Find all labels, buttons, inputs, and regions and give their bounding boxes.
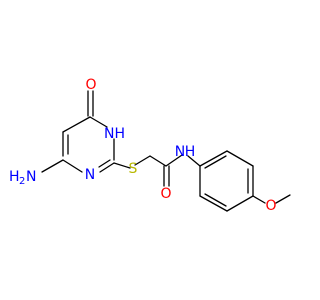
ether-oxygen-label: O xyxy=(265,198,276,214)
bond-ar5-inner xyxy=(204,193,227,207)
bond-carbonyl-n xyxy=(165,154,183,167)
bond-o-methyl xyxy=(275,194,291,204)
bond-ar1-inner xyxy=(204,155,227,169)
ring-nh-label: NH xyxy=(104,126,125,142)
amino-n-label: N xyxy=(26,169,36,185)
bond-c2-n3-double xyxy=(98,159,111,168)
oxo-oxygen-label: O xyxy=(85,77,96,93)
acetamide-linker xyxy=(113,154,201,187)
bond-ar5 xyxy=(199,195,228,212)
chemical-structure-diagram: O NH N H 2 N S O N H O xyxy=(9,77,291,214)
bond-ar2 xyxy=(226,150,254,167)
bond-ar-o xyxy=(252,195,266,204)
bond-n3-c4 xyxy=(62,159,83,173)
bond-c5-c6 xyxy=(62,116,91,133)
amino-h-count-label: 2 xyxy=(19,176,25,187)
bond-c2-s xyxy=(113,162,131,169)
bond-c6-n1 xyxy=(89,116,108,128)
benzene-ring xyxy=(199,150,291,212)
ring-n-label: N xyxy=(85,167,95,183)
bond-ch2-carbonyl xyxy=(149,155,167,167)
pyrimidine-ring xyxy=(41,90,115,173)
bond-ar1 xyxy=(199,150,228,167)
bond-s-ch2 xyxy=(134,155,151,166)
amide-h-label: H xyxy=(185,144,196,160)
bond-c4-amino xyxy=(41,159,64,173)
thioether-sulfur-label: S xyxy=(129,161,138,177)
bond-c2-n3 xyxy=(99,162,115,173)
amino-h-label: H xyxy=(9,169,20,185)
bond-n-aryl xyxy=(187,155,201,167)
amide-oxygen-label: O xyxy=(160,186,171,202)
amide-nh-label: N xyxy=(175,144,185,160)
bond-ar4 xyxy=(226,195,254,212)
